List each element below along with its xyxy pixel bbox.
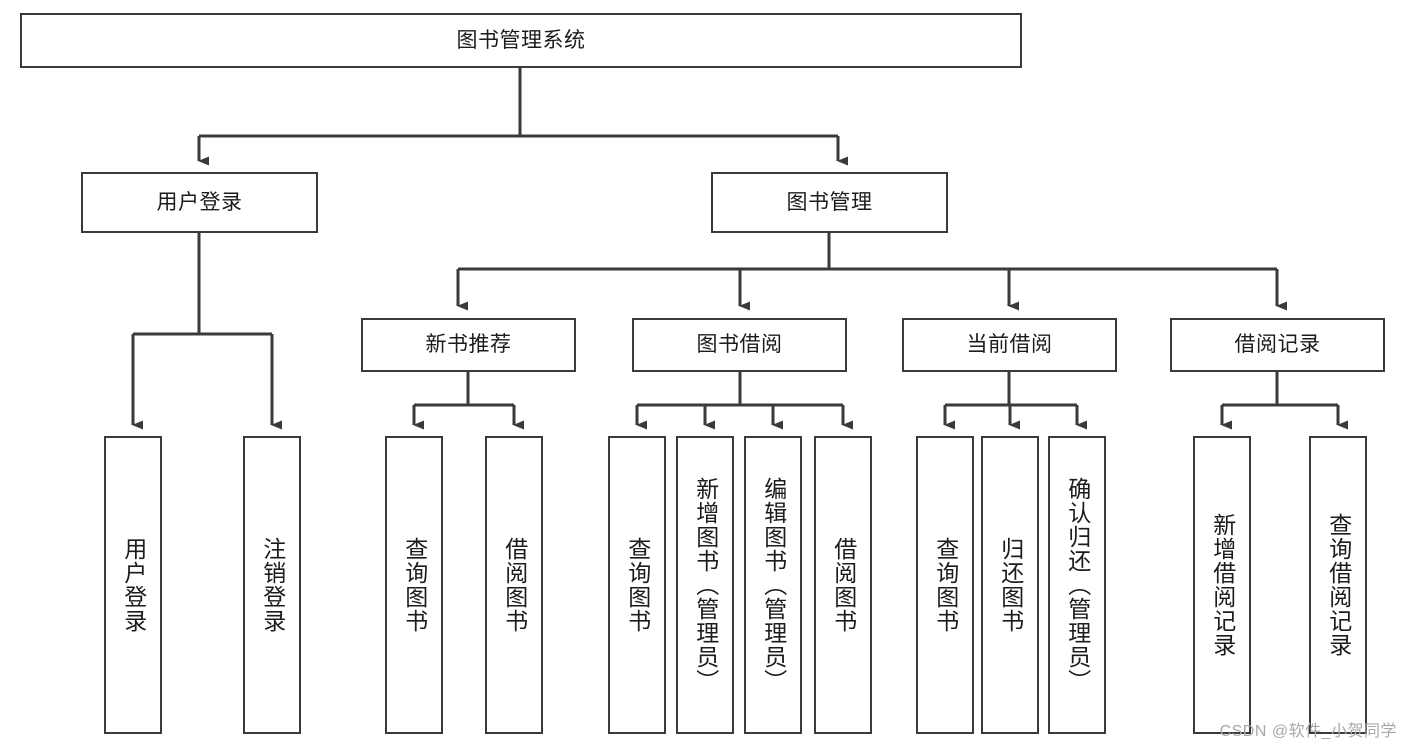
node-leaf-confirm-return[interactable]: 确认归还（管理员）	[1048, 436, 1106, 734]
node-root-label: 图书管理系统	[456, 28, 586, 52]
node-borrow-record-label: 借阅记录	[1234, 333, 1321, 357]
node-leaf-add-record[interactable]: 新增借阅记录	[1193, 436, 1251, 734]
node-book-manage[interactable]: 图书管理	[711, 172, 948, 233]
node-leaf-logout[interactable]: 注销登录	[243, 436, 301, 734]
node-current-borrow[interactable]: 当前借阅	[902, 318, 1117, 372]
node-leaf-query-record-label: 查询借阅记录	[1325, 513, 1352, 657]
node-leaf-add-book[interactable]: 新增图书（管理员）	[676, 436, 734, 734]
node-new-book-rec-label: 新书推荐	[425, 333, 512, 357]
node-leaf-add-book-label: 新增图书（管理员）	[692, 477, 719, 693]
node-leaf-user-login[interactable]: 用户登录	[104, 436, 162, 734]
node-leaf-borrow-book-2-label: 借阅图书	[830, 537, 857, 633]
node-user-login-label: 用户登录	[156, 190, 243, 214]
node-leaf-borrow-book-2[interactable]: 借阅图书	[814, 436, 872, 734]
node-current-borrow-label: 当前借阅	[966, 333, 1053, 357]
node-leaf-query-book-2[interactable]: 查询图书	[608, 436, 666, 734]
node-leaf-query-book-1-label: 查询图书	[401, 537, 428, 633]
node-user-login[interactable]: 用户登录	[81, 172, 318, 233]
node-borrow-record[interactable]: 借阅记录	[1170, 318, 1385, 372]
node-leaf-return-book[interactable]: 归还图书	[981, 436, 1039, 734]
node-leaf-query-book-1[interactable]: 查询图书	[385, 436, 443, 734]
node-leaf-logout-label: 注销登录	[259, 537, 286, 633]
node-book-manage-label: 图书管理	[786, 190, 873, 214]
node-leaf-query-book-3-label: 查询图书	[932, 537, 959, 633]
node-leaf-return-book-label: 归还图书	[997, 537, 1024, 633]
node-root[interactable]: 图书管理系统	[20, 13, 1022, 68]
node-leaf-add-record-label: 新增借阅记录	[1209, 513, 1236, 657]
watermark: CSDN @软件_小贺同学	[1219, 723, 1397, 740]
node-leaf-query-book-2-label: 查询图书	[624, 537, 651, 633]
node-book-borrow[interactable]: 图书借阅	[632, 318, 847, 372]
node-book-borrow-label: 图书借阅	[696, 333, 783, 357]
node-new-book-rec[interactable]: 新书推荐	[361, 318, 576, 372]
node-leaf-edit-book-label: 编辑图书（管理员）	[760, 477, 787, 693]
node-leaf-borrow-book-1[interactable]: 借阅图书	[485, 436, 543, 734]
node-leaf-user-login-label: 用户登录	[120, 537, 147, 633]
node-leaf-confirm-return-label: 确认归还（管理员）	[1064, 477, 1091, 693]
node-leaf-query-book-3[interactable]: 查询图书	[916, 436, 974, 734]
node-leaf-edit-book[interactable]: 编辑图书（管理员）	[744, 436, 802, 734]
node-leaf-borrow-book-1-label: 借阅图书	[501, 537, 528, 633]
node-leaf-query-record[interactable]: 查询借阅记录	[1309, 436, 1367, 734]
